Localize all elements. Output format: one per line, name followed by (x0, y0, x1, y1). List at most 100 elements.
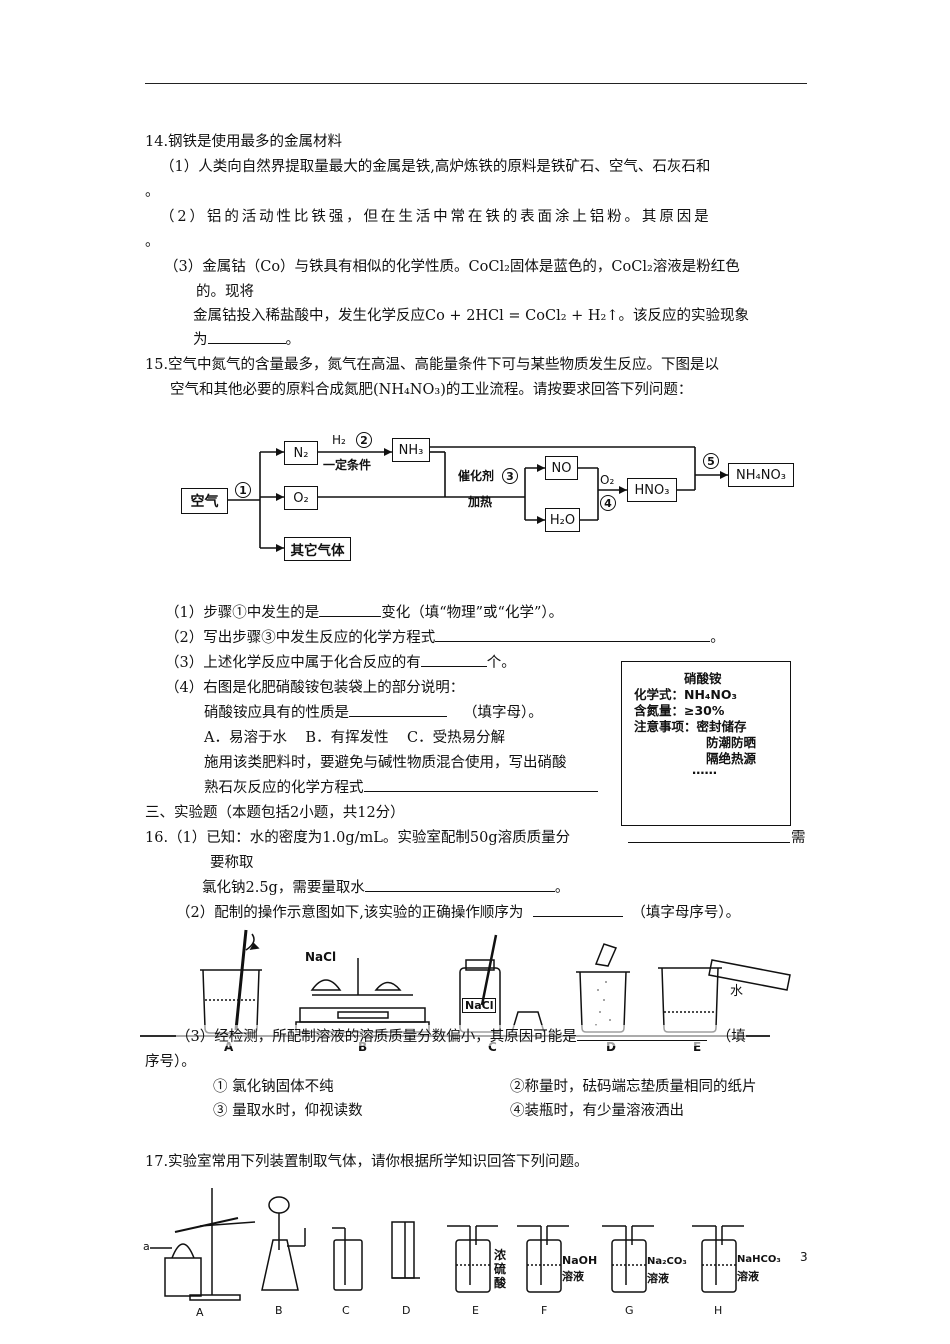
q16-l3-end: 。 (554, 880, 570, 896)
flow-other-gas: 其它气体 (284, 537, 351, 561)
q15-a3-end: 个。 (486, 655, 516, 671)
q16-opt1: ① 氯化钠固体不纯 (213, 1079, 334, 1095)
flow-lines (228, 446, 728, 552)
fig-a-label: a (143, 1240, 150, 1253)
label-formula: 化学式：NH₄NO₃ (634, 687, 737, 702)
q14-part1: （1）人类向自然界提取量最大的金属是铁,高炉炼铁的原料是铁矿石、空气、石灰石和 (160, 159, 711, 175)
q17-fig-G: G (625, 1304, 634, 1317)
q14-part3d: 为。 (193, 328, 300, 349)
q16-l5: （3）经检测，所配制溶液的溶质质量分数偏小，其原因可能是（填 (176, 1025, 746, 1046)
flow-air: 空气 (181, 488, 228, 514)
q14-part1-end: 。 (145, 184, 160, 200)
q16-l6: 序号）。 (145, 1054, 196, 1070)
section3-heading: 三、实验题（本题包括2小题，共12分） (145, 805, 405, 821)
label-notes: 注意事项：密封储存 (634, 719, 747, 734)
answer-blank[interactable] (420, 652, 487, 667)
fig-D: D (606, 1040, 616, 1054)
label-title: 硝酸铵 (684, 671, 722, 686)
q16-l5-end: （填 (716, 1029, 746, 1045)
label-note3: 隔绝热源 (706, 751, 757, 766)
label-dots: …… (692, 762, 717, 777)
q16-opt3: ③ 量取水时，仰视读数 (213, 1103, 363, 1119)
q17-fig-E: E (472, 1304, 479, 1317)
q14-part2: （2）铝的活动性比铁强，但在生活中常在铁的表面涂上铝粉。其原因是 (160, 209, 712, 225)
flow-step4-marker: 4 (600, 495, 616, 511)
q17-title: 17.实验室常用下列装置制取气体，请你根据所学知识回答下列问题。 (145, 1154, 589, 1170)
q15-a4: （4）右图是化肥硝酸铵包装袋上的部分说明： (165, 680, 465, 696)
q16-l3-text: 氯化钠2.5g，需要量取水 (202, 880, 365, 896)
fig-water: 水 (730, 984, 744, 999)
q15-a2-end: 。 (710, 630, 725, 646)
fig-A: A (224, 1040, 234, 1054)
q16-l1-text: 16.（1）已知：水的密度为1.0g/mL。实验室配制50g溶质质量分 (145, 830, 571, 846)
flow-nh3: NH₃ (392, 438, 430, 462)
flow-condition-label: 一定条件 (323, 458, 372, 472)
fig-g-text1: Na₂CO₃ (647, 1256, 687, 1267)
answer-blank[interactable] (207, 329, 286, 344)
q14-part3a: （3）金属钴（Co）与铁具有相似的化学性质。CoCl₂固体是蓝色的，CoCl₂溶… (164, 259, 740, 275)
flow-catalyst-label: 催化剂 (458, 469, 495, 483)
answer-blank[interactable] (576, 1026, 707, 1041)
q14-title: 14.钢铁是使用最多的金属材料 (145, 134, 343, 150)
answer-blank[interactable] (435, 627, 711, 642)
flow-no: NO (545, 456, 578, 480)
q15-line2: 空气和其他必要的原料合成氮肥(NH₄NO₃)的工业流程。请按要求回答下列问题： (170, 382, 693, 398)
flow-h2o: H₂O (545, 508, 580, 532)
fig-f-text1: NaOH (562, 1254, 598, 1267)
q15-a4-b: 硝酸铵应具有的性质是（填字母）。 (204, 701, 543, 722)
fig-h-text2: 溶液 (737, 1270, 759, 1283)
q15-a4-options: A．易溶于水 B．有挥发性 C．受热易分解 (204, 730, 506, 746)
flow-nh4no3: NH₄NO₃ (728, 463, 794, 487)
flow-heat-label: 加热 (468, 495, 493, 509)
label-note2: 防潮防晒 (706, 735, 757, 750)
q15-a1-end: 变化（填“物理”或“化学”）。 (381, 605, 564, 621)
q15-a4-d-text: 熟石灰反应的化学方程式 (204, 780, 364, 796)
fertilizer-label: 硝酸铵 化学式：NH₄NO₃ 含氮量：≥30% 注意事项：密封储存 防潮防晒 隔… (621, 661, 791, 826)
flow-step2-marker: 2 (356, 432, 372, 448)
flow-step5-marker: 5 (703, 453, 719, 469)
answer-blank[interactable] (363, 777, 598, 792)
answer-blank[interactable] (364, 877, 555, 892)
q14-part2-end: 。 (145, 234, 160, 250)
fig-f-text2: 溶液 (562, 1270, 584, 1283)
q16-l1-end: 需 (791, 830, 806, 846)
answer-blank[interactable] (349, 702, 447, 717)
q15-a1-text: （1）步骤①中发生的是 (165, 605, 320, 621)
q16-opt4: ④装瓶时，有少量溶液洒出 (510, 1103, 684, 1119)
answer-blank[interactable] (319, 602, 382, 617)
q17-fig-F: F (541, 1304, 548, 1317)
flow-h2-label: H₂ (332, 433, 346, 447)
answer-blank[interactable] (533, 902, 624, 917)
q14-part3d-text: 为 (193, 332, 208, 348)
q17-fig-H: H (714, 1304, 723, 1317)
page-number: 3 (800, 1250, 808, 1264)
q16-l4-end: （填字母序号）。 (631, 905, 741, 921)
fig-nacl-1: NaCl (305, 950, 337, 964)
fig-nacl-2: NaCl (462, 998, 497, 1013)
q16-l4-text: （2）配制的操作示意图如下,该实验的正确操作顺序为 (176, 905, 524, 921)
flow-step1-marker: 1 (235, 482, 251, 498)
q15-a4-b-end: （填字母）。 (463, 705, 543, 721)
flow-o2-label: O₂ (600, 473, 615, 487)
fig-E: E (693, 1040, 702, 1054)
q15-a3-text: （3）上述化学反应中属于化合反应的有 (165, 655, 421, 671)
fig-B: B (358, 1040, 368, 1054)
answer-blank[interactable] (628, 826, 790, 843)
q17-fig-D: D (402, 1304, 411, 1317)
header-rule (145, 83, 807, 84)
q16-l4: （2）配制的操作示意图如下,该实验的正确操作顺序为 （填字母序号）。 (176, 901, 740, 922)
q15-a4-c: 施用该类肥料时，要避免与碱性物质混合使用，写出硝酸 (204, 755, 567, 771)
q14-part3d-end: 。 (285, 332, 301, 348)
q17-fig-A: A (196, 1306, 204, 1319)
q16-opt2: ②称量时，砝码端忘垫质量相同的纸片 (510, 1079, 757, 1095)
q15-a2-text: （2）写出步骤③中发生反应的化学方程式 (165, 630, 436, 646)
flow-hno3: HNO₃ (627, 478, 677, 502)
fig-g-text2: 溶液 (647, 1272, 669, 1285)
q17-fig-C: C (342, 1304, 350, 1317)
label-nitrogen: 含氮量：≥30% (634, 703, 725, 718)
q16-l1: 16.（1）已知：水的密度为1.0g/mL。实验室配制50g溶质质量分 (145, 826, 570, 847)
fig-e-text: 浓硫酸 (494, 1248, 507, 1290)
q16-l3: 氯化钠2.5g，需要量取水 。 (202, 876, 569, 897)
q17-fig-B: B (275, 1304, 283, 1317)
